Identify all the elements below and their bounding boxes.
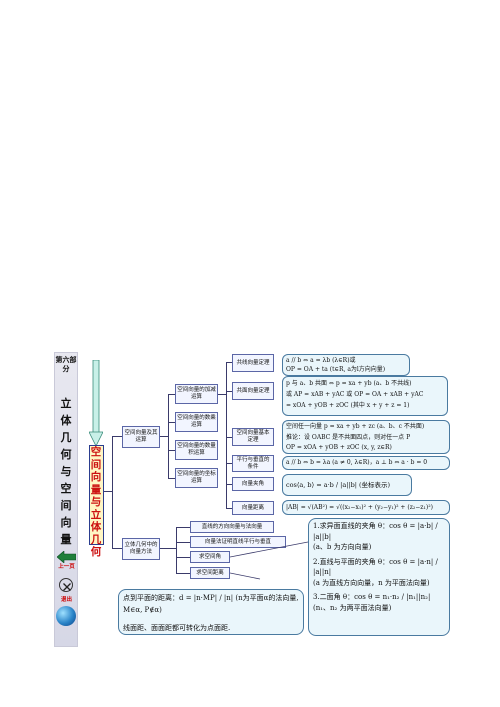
method-item: 向量法证明直线平行与垂直	[190, 536, 286, 548]
formula-coplanar: p 与 a、b 共面 ⇔ p = xa + yb (a、b 不共线)或 AP =…	[282, 376, 448, 416]
concept-node: 共线向量定理	[232, 354, 274, 372]
method-item: 求空间距离	[190, 567, 230, 579]
subject-char: 几	[60, 431, 72, 444]
ops-child: 空间向量的坐标运算	[175, 468, 218, 488]
close-icon	[63, 583, 71, 591]
concept-node: 空间向量基本定理	[232, 428, 274, 446]
side-strip: 第六部分 立体几何与空间向量	[54, 352, 78, 647]
globe-icon[interactable]	[56, 606, 76, 626]
node-ops: 空间向量及其运算	[122, 426, 160, 448]
concept-node: 向量距离	[232, 501, 274, 515]
subject-char: 与	[60, 465, 72, 478]
ops-child: 空间向量的数乘运算	[175, 412, 218, 432]
part-label: 第六部分	[55, 355, 77, 373]
prev-page-button[interactable]	[56, 548, 77, 564]
method-item: 直线的方向向量与法向量	[190, 521, 274, 533]
concept-node: 共面向量定理	[232, 382, 274, 400]
subject-char: 立	[60, 397, 72, 410]
subject-char: 量	[60, 533, 72, 546]
subject-char: 空	[60, 482, 72, 495]
connector-arrows	[230, 541, 309, 580]
node-methods: 立体几何中的向量方法	[122, 538, 160, 560]
distance-box: 点到平面的距离：d = |n·MP| / |n| (n为平面α的法向量, M∈α…	[118, 589, 304, 635]
formula-basis: 空间任一向量 p = xa + yb + zc (a、b、c 不共面)推论：设 …	[282, 420, 450, 454]
formula-parallel: a // b ⇔ b = λa (a ≠ 0, λ∈R)，a ⊥ b ⇔ a ·…	[282, 456, 450, 470]
arrow-down-icon	[89, 360, 103, 446]
ops-child: 空间向量的加减运算	[175, 384, 218, 404]
exit-button[interactable]	[59, 578, 73, 592]
subject-char: 向	[60, 516, 72, 529]
exit-label: 退出	[60, 597, 72, 603]
method-item: 求空间角	[190, 551, 230, 563]
angles-box: 1.求异面直线的夹角 θ：cos θ = |a·b| / |a||b| (a、b…	[308, 518, 450, 636]
formula-distance: |AB| = √(AB²) = √((x₂−x₁)² + (y₂−y₁)² + …	[282, 500, 450, 515]
subject-char: 间	[60, 499, 72, 512]
subject-char: 何	[60, 448, 72, 461]
concept-node: 平行与垂直的条件	[232, 455, 274, 472]
ops-child: 空间向量的数量积运算	[175, 440, 218, 460]
prev-page-label: 上一页	[58, 564, 75, 570]
vertical-title: 空间向量与立体几何	[89, 445, 104, 558]
formula-angle: cos⟨a, b⟩ = a·b / |a||b| (坐标表示)	[282, 474, 412, 496]
concept-node: 向量夹角	[232, 477, 274, 491]
subject-char: 体	[60, 414, 72, 427]
